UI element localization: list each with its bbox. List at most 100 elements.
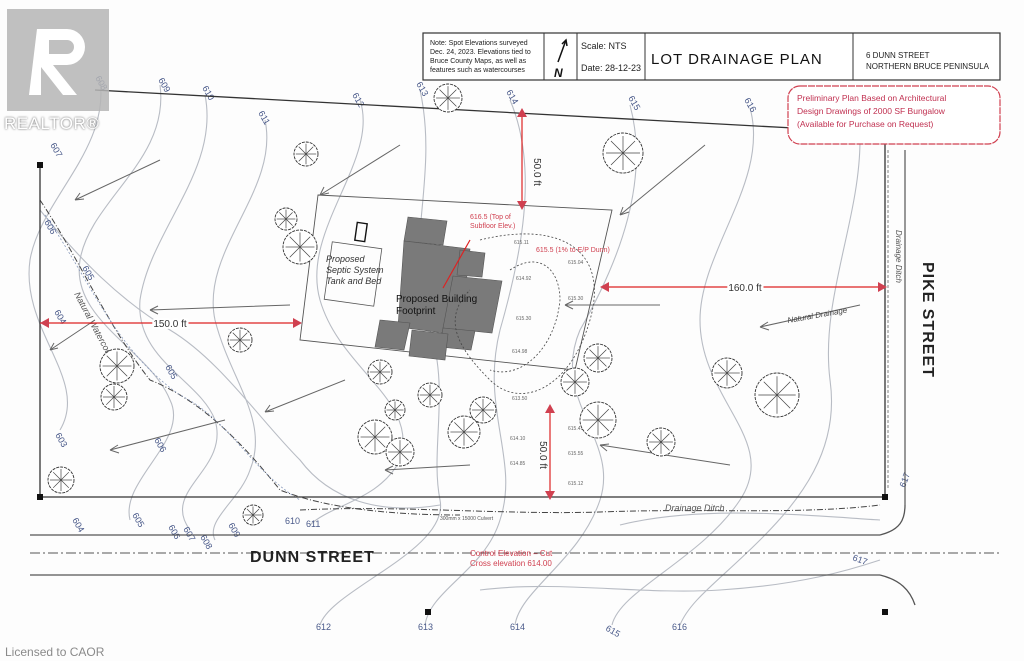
svg-text:611: 611: [306, 519, 320, 529]
svg-text:605: 605: [130, 511, 146, 529]
tree-icon: [447, 415, 481, 449]
svg-text:613: 613: [414, 80, 430, 98]
svg-text:604: 604: [70, 516, 86, 534]
septic-label: Proposed Septic System Tank and Bed: [326, 254, 384, 286]
tree-icon: [282, 229, 318, 265]
swale-dotted-inner: [489, 261, 561, 373]
svg-text:617: 617: [851, 552, 869, 567]
svg-text:Tank and Bed: Tank and Bed: [326, 276, 382, 286]
drainage-ditch: [299, 504, 881, 514]
realtor-r-logo-icon: [7, 9, 109, 111]
tree-icon: [242, 504, 264, 526]
drainage-ditch-label: Drainage Ditch: [665, 503, 725, 513]
tree-icon: [646, 427, 676, 457]
svg-text:615.04: 615.04: [568, 260, 584, 266]
dunn-street-road: [30, 504, 1000, 606]
svg-text:Control Elevation – Cut: Control Elevation – Cut: [470, 549, 553, 558]
svg-text:609: 609: [156, 76, 172, 94]
tree-icon: [433, 83, 463, 113]
svg-text:(Available for Purchase on Req: (Available for Purchase on Request): [797, 119, 934, 129]
svg-text:50.0 ft: 50.0 ft: [531, 158, 542, 186]
natural-watercourse: [39, 199, 461, 516]
tree-icon: [47, 466, 75, 494]
address-line1: 6 DUNN STREET: [866, 51, 930, 60]
tree-icon: [560, 367, 590, 397]
svg-text:603: 603: [53, 431, 69, 449]
realtor-logo: [7, 9, 109, 111]
svg-text:614.92: 614.92: [516, 276, 532, 282]
svg-text:Proposed: Proposed: [326, 254, 366, 264]
dimension-top: 50.0 ft: [517, 108, 542, 210]
scale-text: Scale: NTS: [581, 41, 627, 51]
svg-text:606: 606: [42, 218, 58, 236]
tree-icon: [357, 419, 393, 455]
svg-text:614.10: 614.10: [510, 436, 526, 442]
address-line2: NORTHERN BRUCE PENINSULA: [866, 62, 990, 71]
tree-icon: [579, 401, 617, 439]
tree-icon: [100, 383, 128, 411]
property-boundary: [37, 89, 888, 615]
tree-icon: [583, 343, 613, 373]
svg-text:Subfloor Elev.): Subfloor Elev.): [470, 223, 515, 230]
contour-lines: [28, 79, 881, 626]
plan-title: LOT DRAINAGE PLAN: [651, 51, 823, 68]
svg-text:606: 606: [166, 523, 182, 541]
svg-text:605: 605: [163, 363, 179, 381]
svg-text:614.85: 614.85: [510, 461, 526, 467]
tree-icon: [602, 132, 644, 174]
spot-elevations: 615.11 614.92 615.30 614.98 613.50 614.1…: [510, 240, 584, 487]
svg-text:Design Drawings of 2000 SF Bun: Design Drawings of 2000 SF Bungalow: [797, 106, 946, 116]
svg-text:616: 616: [672, 622, 687, 632]
svg-text:50.0 ft: 50.0 ft: [537, 441, 548, 469]
date-text: Date: 28-12-23: [581, 63, 641, 73]
svg-text:614: 614: [504, 88, 520, 106]
trees: [47, 83, 800, 526]
watercourse-bank: [44, 214, 301, 501]
svg-text:Bruce County Maps, as well as: Bruce County Maps, as well as: [430, 58, 527, 65]
grade-label: 615.5 (1% to E/P Dunn): [536, 247, 610, 254]
svg-text:Note: Spot Elevations surveyed: Note: Spot Elevations surveyed: [430, 40, 528, 47]
svg-text:609: 609: [226, 521, 242, 539]
drainage-arrows: [49, 144, 861, 475]
building-label: Proposed Building Footprint: [396, 294, 477, 317]
tree-icon: [469, 396, 497, 424]
tree-icon: [274, 207, 298, 231]
subfloor-label: 616.5 (Top of Subfloor Elev.): [470, 214, 515, 230]
svg-text:160.0 ft: 160.0 ft: [728, 283, 762, 294]
svg-text:Footprint: Footprint: [396, 306, 436, 317]
svg-text:607: 607: [48, 141, 64, 159]
svg-text:615.55: 615.55: [568, 451, 584, 457]
svg-text:Septic System: Septic System: [326, 265, 384, 275]
svg-text:613: 613: [418, 622, 433, 632]
svg-text:614.98: 614.98: [512, 349, 528, 355]
title-block: Note: Spot Elevations surveyed Dec. 24, …: [422, 32, 1001, 81]
svg-text:611: 611: [256, 109, 272, 126]
tree-icon: [384, 399, 406, 421]
tree-icon: [99, 348, 135, 384]
pike-street-label: PIKE STREET: [919, 262, 936, 378]
svg-text:612: 612: [316, 622, 331, 632]
north-arrow-icon: N: [554, 38, 568, 80]
svg-text:Preliminary Plan Based on Arch: Preliminary Plan Based on Architectural: [797, 93, 946, 103]
svg-text:150.0 ft: 150.0 ft: [153, 319, 187, 330]
svg-text:613.50: 613.50: [512, 396, 528, 402]
svg-text:615.11: 615.11: [514, 240, 529, 246]
license-footer: Licensed to CAOR: [5, 645, 105, 659]
svg-text:N: N: [554, 66, 563, 80]
realtor-wordmark: REALTOR®: [4, 114, 100, 133]
tree-icon: [385, 437, 415, 467]
svg-text:605: 605: [80, 264, 96, 282]
tree-icon: [293, 141, 319, 167]
control-elevation-label: Control Elevation – Cut Cross elevation …: [470, 549, 553, 568]
septic-bed: [323, 241, 383, 307]
svg-text:610: 610: [285, 516, 300, 526]
cloud-note: Preliminary Plan Based on Architectural …: [787, 85, 1001, 145]
tree-icon: [417, 382, 443, 408]
svg-text:features such as watercourses: features such as watercourses: [430, 67, 525, 74]
svg-text:616: 616: [742, 96, 758, 114]
natural-drainage-label: Natural Drainage: [787, 306, 849, 325]
svg-text:Proposed Building: Proposed Building: [396, 294, 477, 305]
svg-text:608: 608: [198, 533, 214, 551]
